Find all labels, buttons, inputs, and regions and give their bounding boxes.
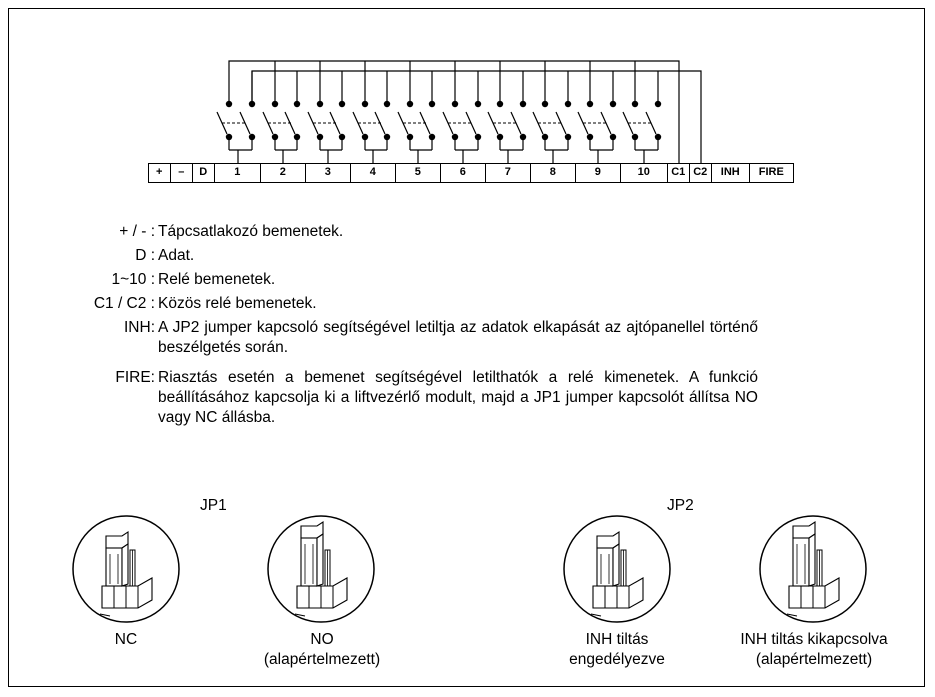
legend-desc-power: Tápcsatlakozó bemenetek. (158, 223, 344, 240)
relay-top-contact-4 (316, 100, 324, 108)
relay-top-contact-1 (248, 100, 256, 108)
jumper-lead-mark (590, 613, 602, 617)
jumper-lead-mark (786, 613, 798, 617)
legend-desc-relays: Relé bemenetek. (158, 271, 276, 288)
relay-top-contact-18 (631, 100, 639, 108)
terminal-7: 5 (394, 163, 441, 183)
jumper-cap-side (612, 542, 620, 587)
terminal-12: 10 (619, 163, 668, 183)
jp2-disabled-caption-line2: (alapértelmezett) (755, 651, 873, 668)
legend-key-relays: 1~10 : (111, 271, 155, 288)
terminal-2: D (191, 163, 215, 183)
jp2-enabled-caption-line2: engedélyezve (569, 651, 665, 668)
relay-top-contact-11 (474, 100, 482, 108)
jumper-cap-body (105, 547, 123, 587)
relay-top-contact-16 (586, 100, 594, 108)
jp2-title: JP2 (667, 497, 694, 514)
jumper-cap-side (316, 532, 324, 587)
jp2-inh-disabled-jumper-illustration (759, 515, 867, 623)
relay-top-contact-17 (609, 100, 617, 108)
terminal-6: 4 (349, 163, 396, 183)
jp2-disabled-caption-line1: INH tiltás kikapcsolva (740, 631, 888, 648)
jp1-nc-caption-line1: NC (114, 631, 138, 648)
jumper-cap-side (121, 542, 129, 587)
legend-key-data: D : (135, 247, 155, 264)
jp2-enabled-caption-line1: INH tiltás (585, 631, 649, 648)
relay-top-contact-0 (225, 100, 233, 108)
jp1-nc-caption: NC (6, 630, 246, 650)
legend-desc-inh: A JP2 jumper kapcsoló segítségével letil… (158, 319, 758, 356)
relay-top-contact-7 (383, 100, 391, 108)
relay-top-contact-19 (654, 100, 662, 108)
relay-top-contact-5 (338, 100, 346, 108)
terminal-10: 8 (529, 163, 576, 183)
relay-top-contact-2 (271, 100, 279, 108)
legend-key-power: + / - : (119, 223, 155, 240)
terminal-1: – (169, 163, 193, 183)
jp1-no-jumper-illustration (267, 515, 375, 623)
jp2-inh-enabled-jumper-illustration (563, 515, 671, 623)
terminal-8: 6 (439, 163, 486, 183)
jumper-cap-side (808, 532, 816, 587)
terminal-5: 3 (304, 163, 351, 183)
terminal-0: + (147, 163, 171, 183)
jp1-title: JP1 (200, 497, 227, 514)
relay-top-contact-13 (519, 100, 527, 108)
relay-top-contact-10 (451, 100, 459, 108)
terminal-9: 7 (484, 163, 531, 183)
jp1-no-caption-line2: (alapértelmezett) (263, 651, 381, 668)
legend-key-fire: FIRE: (115, 369, 155, 386)
relay-top-contact-8 (406, 100, 414, 108)
diagram-frame (8, 8, 925, 687)
jumper-cap-body (300, 537, 318, 587)
jumper-lead-mark (99, 613, 111, 617)
terminal-16: FIRE (748, 163, 794, 183)
relay-top-contact-12 (496, 100, 504, 108)
relay-top-contact-14 (541, 100, 549, 108)
terminal-4: 2 (259, 163, 306, 183)
jp1-nc-jumper-illustration (72, 515, 180, 623)
terminal-11: 9 (574, 163, 621, 183)
common-bus-c2 (251, 70, 702, 163)
jumper-lead-mark (294, 613, 306, 617)
legend-desc-fire: Riasztás esetén a bemenet segítségével l… (158, 369, 758, 426)
terminal-3: 1 (213, 163, 261, 183)
legend-key-common: C1 / C2 : (93, 295, 155, 312)
jp1-no-caption-line1: NO (310, 631, 334, 648)
jp2-enabled-caption: INH tiltás engedélyezve (497, 630, 737, 670)
jumper-cap-body (596, 547, 614, 587)
common-bus-c1 (228, 60, 680, 163)
jumper-cap-body (792, 537, 810, 587)
legend-key-inh: INH: (124, 319, 155, 336)
relay-top-contact-15 (564, 100, 572, 108)
jp2-disabled-caption: INH tiltás kikapcsolva (alapértelmezett) (694, 630, 934, 670)
terminal-14: C2 (688, 163, 712, 183)
relay-top-contact-6 (361, 100, 369, 108)
relay-top-contact-9 (428, 100, 436, 108)
terminal-15: INH (710, 163, 750, 183)
jp1-no-caption: NO (alapértelmezett) (202, 630, 442, 670)
legend-desc-common: Közös relé bemenetek. (158, 295, 317, 312)
relay-top-contact-3 (293, 100, 301, 108)
legend-desc-data: Adat. (158, 247, 195, 264)
terminal-13: C1 (666, 163, 690, 183)
